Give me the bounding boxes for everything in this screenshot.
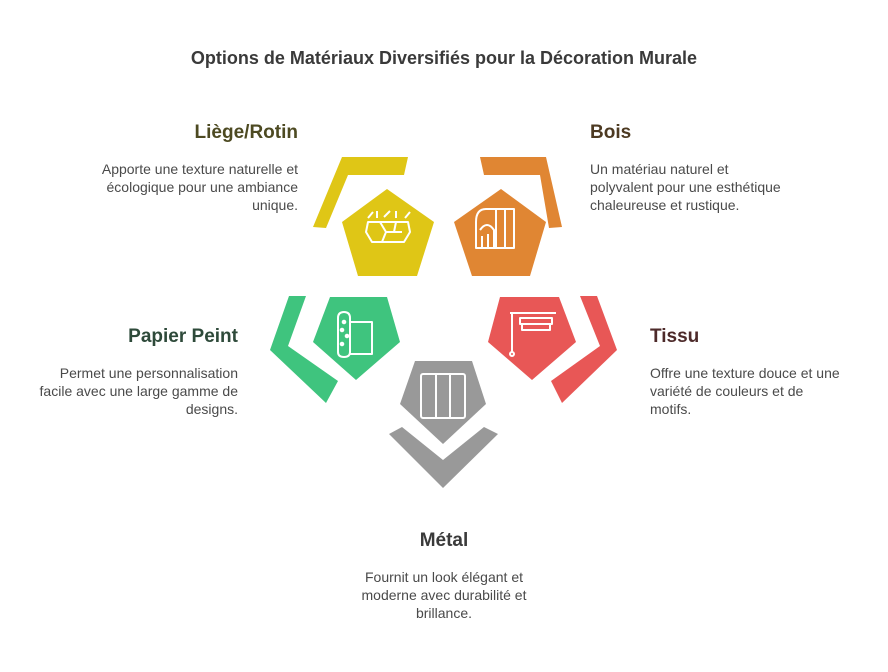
- fabric-blind-icon: [509, 312, 556, 357]
- desc-tissu: Offre une texture douce et une variété d…: [650, 365, 840, 417]
- tissu-outer-band: [551, 296, 617, 403]
- label-liege: Liège/Rotin: [194, 122, 298, 143]
- liege-outer-band: [313, 157, 408, 228]
- bois-pentagon: [454, 189, 546, 276]
- desc-liege: Apporte une texture naturelle et écologi…: [101, 161, 298, 213]
- segment-tissu: [488, 296, 617, 403]
- metal-panels-icon: [420, 373, 466, 419]
- tissu-pentagon: [488, 297, 576, 380]
- segment-bois: [454, 157, 562, 276]
- metal-outer-band: [389, 427, 498, 488]
- desc-metal: Fournit un look élégant et moderne avec …: [361, 569, 527, 621]
- segment-liege: [313, 157, 434, 276]
- wallpaper-roll-icon: [337, 311, 373, 358]
- label-bois: Bois: [590, 122, 632, 143]
- bois-outer-band: [480, 157, 562, 228]
- label-papier: Papier Peint: [128, 326, 238, 347]
- desc-papier: Permet une personnalisation facile avec …: [39, 365, 238, 417]
- papier-outer-band: [270, 296, 338, 403]
- segment-metal: [389, 361, 498, 488]
- papier-pentagon: [313, 297, 400, 380]
- cork-texture-icon: [365, 210, 411, 243]
- diagram-title: Options de Matériaux Diversifiés pour la…: [190, 48, 698, 68]
- wood-grain-icon: [475, 208, 515, 249]
- label-metal: Métal: [419, 530, 469, 551]
- label-tissu: Tissu: [650, 326, 700, 347]
- segment-papier: [270, 296, 400, 403]
- desc-bois: Un matériau naturel et polyvalent pour u…: [590, 161, 781, 213]
